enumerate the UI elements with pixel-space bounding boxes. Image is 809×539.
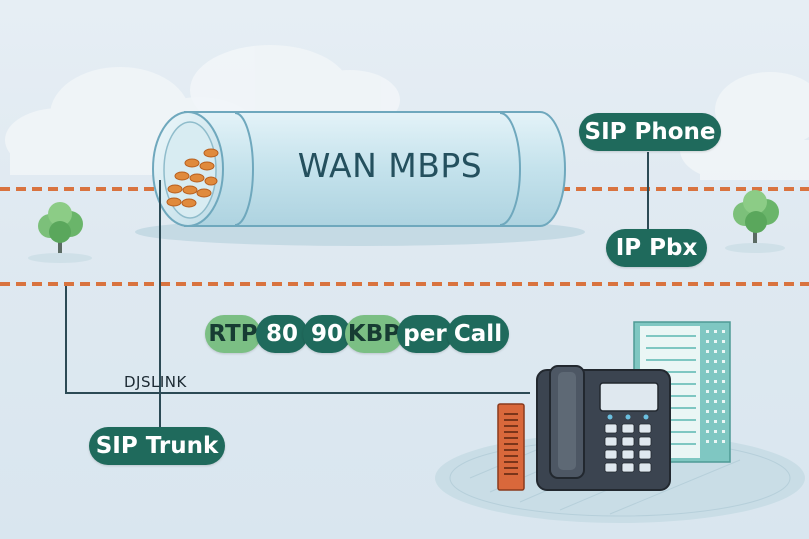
bandwidth-per-call: Call <box>447 315 509 353</box>
bandwidth-value-low: 80 <box>256 315 308 353</box>
rtp-badge: RTP <box>205 315 261 353</box>
bandwidth-unit: KBP <box>345 315 403 353</box>
bandwidth-per: per <box>397 315 453 353</box>
network-adapter-icon <box>497 403 525 491</box>
djslink-label: DJSLINK <box>124 373 187 391</box>
desk-phone-icon <box>536 365 671 491</box>
pipe-title: WAN MBPS <box>297 146 483 185</box>
tree-icon <box>725 190 785 253</box>
sip-trunk-label: SIP Trunk <box>89 427 225 465</box>
wan-pipe <box>152 111 566 227</box>
sip-phone-label: SIP Phone <box>579 113 721 151</box>
connection-lines <box>65 152 649 430</box>
tree-icon <box>28 202 92 263</box>
data-packets-icon <box>166 148 219 208</box>
ip-pbx-label: IP Pbx <box>606 229 707 267</box>
bandwidth-value-high: 90 <box>303 315 351 353</box>
